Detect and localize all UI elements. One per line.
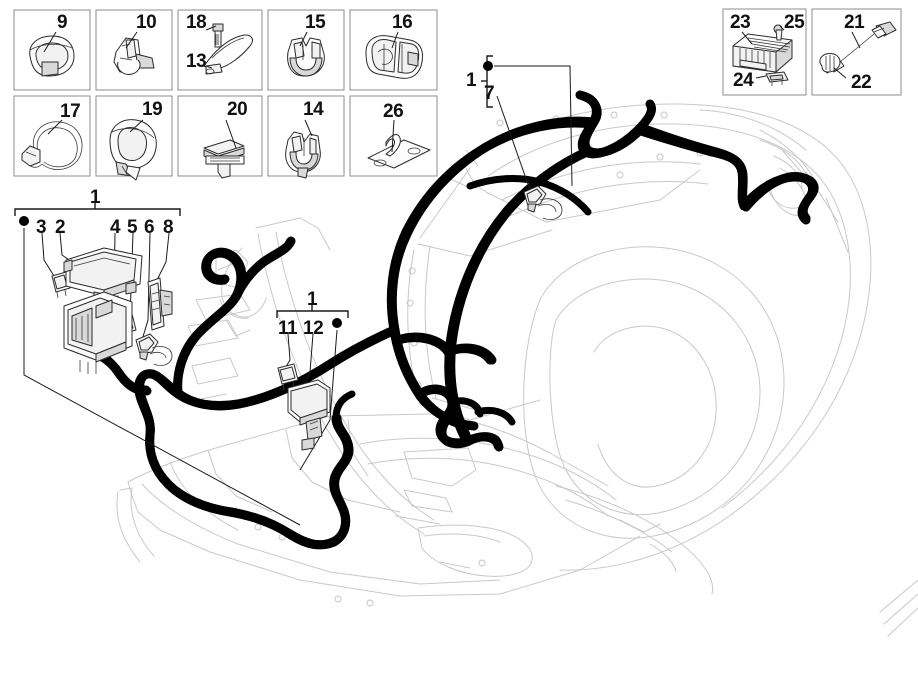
part-drawing-15 [287, 37, 325, 77]
label-23: 23 [730, 12, 751, 33]
part-box-10 [95, 9, 173, 91]
part-drawing-22 [819, 53, 841, 73]
callout-left-label-8: 8 [163, 217, 174, 238]
fuse-box-main [63, 291, 133, 374]
callout-left-label-4: 4 [110, 217, 121, 238]
label-16: 16 [392, 12, 413, 33]
leader-upper-1 [494, 65, 573, 187]
label-24: 24 [733, 70, 754, 91]
part-7-cable-clip [523, 185, 563, 220]
leader-22 [833, 67, 847, 79]
part-box-18-13 [177, 9, 263, 91]
callout-upper-group-label: 1 [466, 70, 477, 91]
label-22: 22 [851, 72, 872, 93]
label-19: 19 [142, 99, 163, 120]
part-12-relay-module [287, 379, 331, 451]
leader-23 [741, 31, 753, 45]
callout-upper-label-7: 7 [484, 83, 495, 104]
part-drawing-9 [29, 35, 75, 77]
callout-middle-label-12: 12 [303, 318, 324, 339]
part-box-15 [267, 9, 345, 91]
label-25: 25 [784, 12, 805, 33]
label-15: 15 [305, 12, 326, 33]
label-14: 14 [303, 99, 324, 120]
label-10: 10 [136, 12, 157, 33]
part-box-16 [349, 9, 438, 91]
callout-upper-dot [483, 61, 493, 71]
callout-upper-bracket [481, 55, 493, 108]
leader-left-1 [23, 228, 301, 526]
leader-10 [125, 31, 138, 49]
leader-9 [43, 31, 57, 53]
label-26: 26 [383, 101, 404, 122]
part-box-20 [177, 95, 263, 177]
part-box-9 [13, 9, 91, 91]
label-20: 20 [227, 99, 248, 120]
leader-25 [779, 25, 785, 31]
part-11-fuse [277, 363, 299, 391]
leader-middle-1 [299, 329, 338, 471]
part-box-frames [13, 8, 902, 177]
leader-19 [129, 119, 144, 133]
leader-7 [496, 95, 531, 191]
leader-24 [755, 75, 767, 79]
label-9: 9 [57, 12, 68, 33]
leader-8 [155, 232, 170, 283]
part-box-23-25-24 [722, 8, 807, 96]
callout-middle-bracket [276, 305, 349, 318]
callout-left-label-2: 2 [55, 217, 66, 238]
callout-left-group-label: 1 [90, 187, 101, 208]
part-6-cable-clip [135, 333, 173, 366]
callout-left-label-3: 3 [36, 217, 47, 238]
callout-left-dot [19, 216, 29, 226]
part-8-connector-block [147, 277, 173, 331]
part-box-17 [13, 95, 91, 177]
leader-16 [391, 31, 399, 49]
callout-middle-group-label: 1 [307, 289, 318, 310]
label-13: 13 [186, 51, 207, 72]
leader-13 [205, 65, 213, 69]
part-drawing-19 [109, 119, 157, 181]
part-2-relay-cover [63, 247, 143, 305]
callout-left-bracket [14, 203, 181, 216]
part-drawing-14 [285, 131, 321, 179]
leader-15 [299, 31, 308, 47]
leader-3 [41, 232, 55, 277]
label-18: 18 [186, 12, 207, 33]
callout-left-label-6: 6 [144, 217, 155, 238]
part-drawing-23 [732, 33, 793, 73]
callout-left-label-5: 5 [127, 217, 138, 238]
leader-20 [225, 119, 237, 149]
part-drawing-10 [113, 37, 155, 75]
leader-12 [303, 333, 314, 385]
part-drawing-25 [773, 24, 783, 41]
callout-middle-label-11: 11 [278, 318, 298, 339]
part-drawing-13 [203, 34, 253, 75]
label-21: 21 [844, 12, 865, 33]
leader-17 [47, 119, 63, 135]
callout-middle-dot [332, 318, 342, 328]
leader-21 [851, 31, 861, 49]
part-box-26 [349, 95, 438, 177]
part-drawing-24 [765, 71, 789, 86]
leader-26 [391, 119, 395, 153]
part-drawing-16 [365, 35, 423, 79]
label-17: 17 [60, 101, 81, 122]
leader-14 [304, 119, 313, 137]
leader-18 [205, 25, 217, 31]
leader-6 [141, 232, 151, 341]
part-box-21-22 [811, 8, 902, 96]
part-drawing-17 [21, 121, 83, 170]
